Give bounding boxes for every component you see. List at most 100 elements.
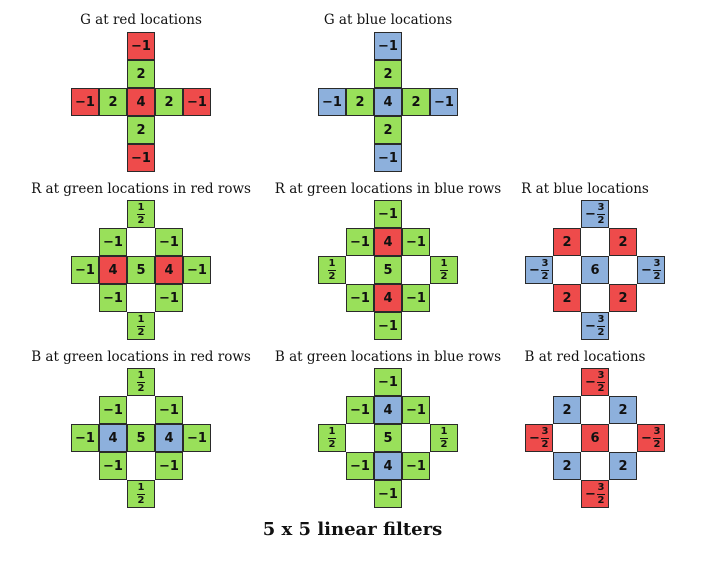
filter-cell: 2 [402, 88, 430, 116]
filter-cell: 4 [374, 88, 402, 116]
fraction-numerator: 3 [597, 313, 605, 325]
fraction-numerator: 1 [328, 257, 336, 269]
fraction-denominator: 2 [328, 270, 336, 282]
fraction-bar [137, 493, 145, 495]
fraction-denominator: 2 [137, 326, 145, 338]
panel-title-g-at-blue: G at blue locations [323, 12, 453, 28]
filter-cell: −1 [346, 228, 374, 256]
filter-cell: −1 [183, 256, 211, 284]
filter-cell: 6 [581, 424, 609, 452]
minus-sign: − [641, 262, 652, 278]
filter-cell: −1 [127, 32, 155, 60]
panel-title-r-at-green-red-rows: R at green locations in red rows [31, 181, 251, 197]
filter-cell: −1 [346, 452, 374, 480]
filter-cell: 2 [127, 60, 155, 88]
minus-sign: − [585, 318, 596, 334]
filter-cell: 2 [553, 396, 581, 424]
minus-sign: − [529, 262, 540, 278]
fraction-bar [596, 325, 605, 327]
filter-cell: −1 [402, 396, 430, 424]
fraction-bar [440, 437, 448, 439]
filter-cell: 2 [127, 116, 155, 144]
filter-cell: −1 [99, 284, 127, 312]
fraction-bar [440, 269, 448, 271]
fraction-numerator: 1 [137, 481, 145, 493]
filter-cell: −1 [155, 284, 183, 312]
fraction-bar [540, 269, 549, 271]
panel-title-b-at-red: B at red locations [524, 349, 646, 365]
panel-title-g-at-red: G at red locations [80, 12, 202, 28]
fraction-bar [596, 381, 605, 383]
fraction-denominator: 2 [137, 382, 145, 394]
panel-title-r-at-blue: R at blue locations [521, 181, 649, 197]
filter-cell: −1 [402, 452, 430, 480]
filter-cell: −1 [374, 32, 402, 60]
fraction-bar [596, 213, 605, 215]
filter-cell: 2 [609, 284, 637, 312]
fraction-bar [652, 437, 661, 439]
filter-cell: 2 [609, 228, 637, 256]
fraction-bar [137, 213, 145, 215]
fraction-numerator: 3 [541, 425, 549, 437]
filter-cell: −1 [374, 312, 402, 340]
fraction-bar [652, 269, 661, 271]
fraction-denominator: 2 [653, 270, 661, 282]
filter-cell: −1 [71, 424, 99, 452]
fraction-numerator: 3 [597, 201, 605, 213]
filter-cell: 4 [127, 88, 155, 116]
fraction-numerator: 3 [597, 481, 605, 493]
filter-cell: −1 [155, 396, 183, 424]
filter-cell: 5 [127, 424, 155, 452]
fraction-numerator: 3 [653, 425, 661, 437]
filter-cell: 4 [99, 256, 127, 284]
filter-cell: 5 [374, 256, 402, 284]
filter-cell: −1 [99, 396, 127, 424]
filter-cell: −1 [346, 396, 374, 424]
filter-cell: 4 [374, 452, 402, 480]
filter-cell: 4 [155, 424, 183, 452]
fraction-numerator: 1 [440, 257, 448, 269]
figure-caption: 5 x 5 linear filters [262, 519, 443, 540]
filter-cell: −1 [346, 284, 374, 312]
fraction-bar [540, 437, 549, 439]
filter-cell: 5 [374, 424, 402, 452]
minus-sign: − [585, 206, 596, 222]
filter-cell: −1 [374, 480, 402, 508]
fraction-denominator: 2 [597, 494, 605, 506]
filter-cell: −1 [318, 88, 346, 116]
filter-cell: 2 [553, 228, 581, 256]
filter-cell: 2 [155, 88, 183, 116]
filter-cell: −1 [374, 200, 402, 228]
fraction-bar [137, 325, 145, 327]
filter-cell: −1 [127, 144, 155, 172]
fraction-denominator: 2 [440, 438, 448, 450]
filter-cell: −1 [155, 228, 183, 256]
filter-cell: −1 [183, 88, 211, 116]
